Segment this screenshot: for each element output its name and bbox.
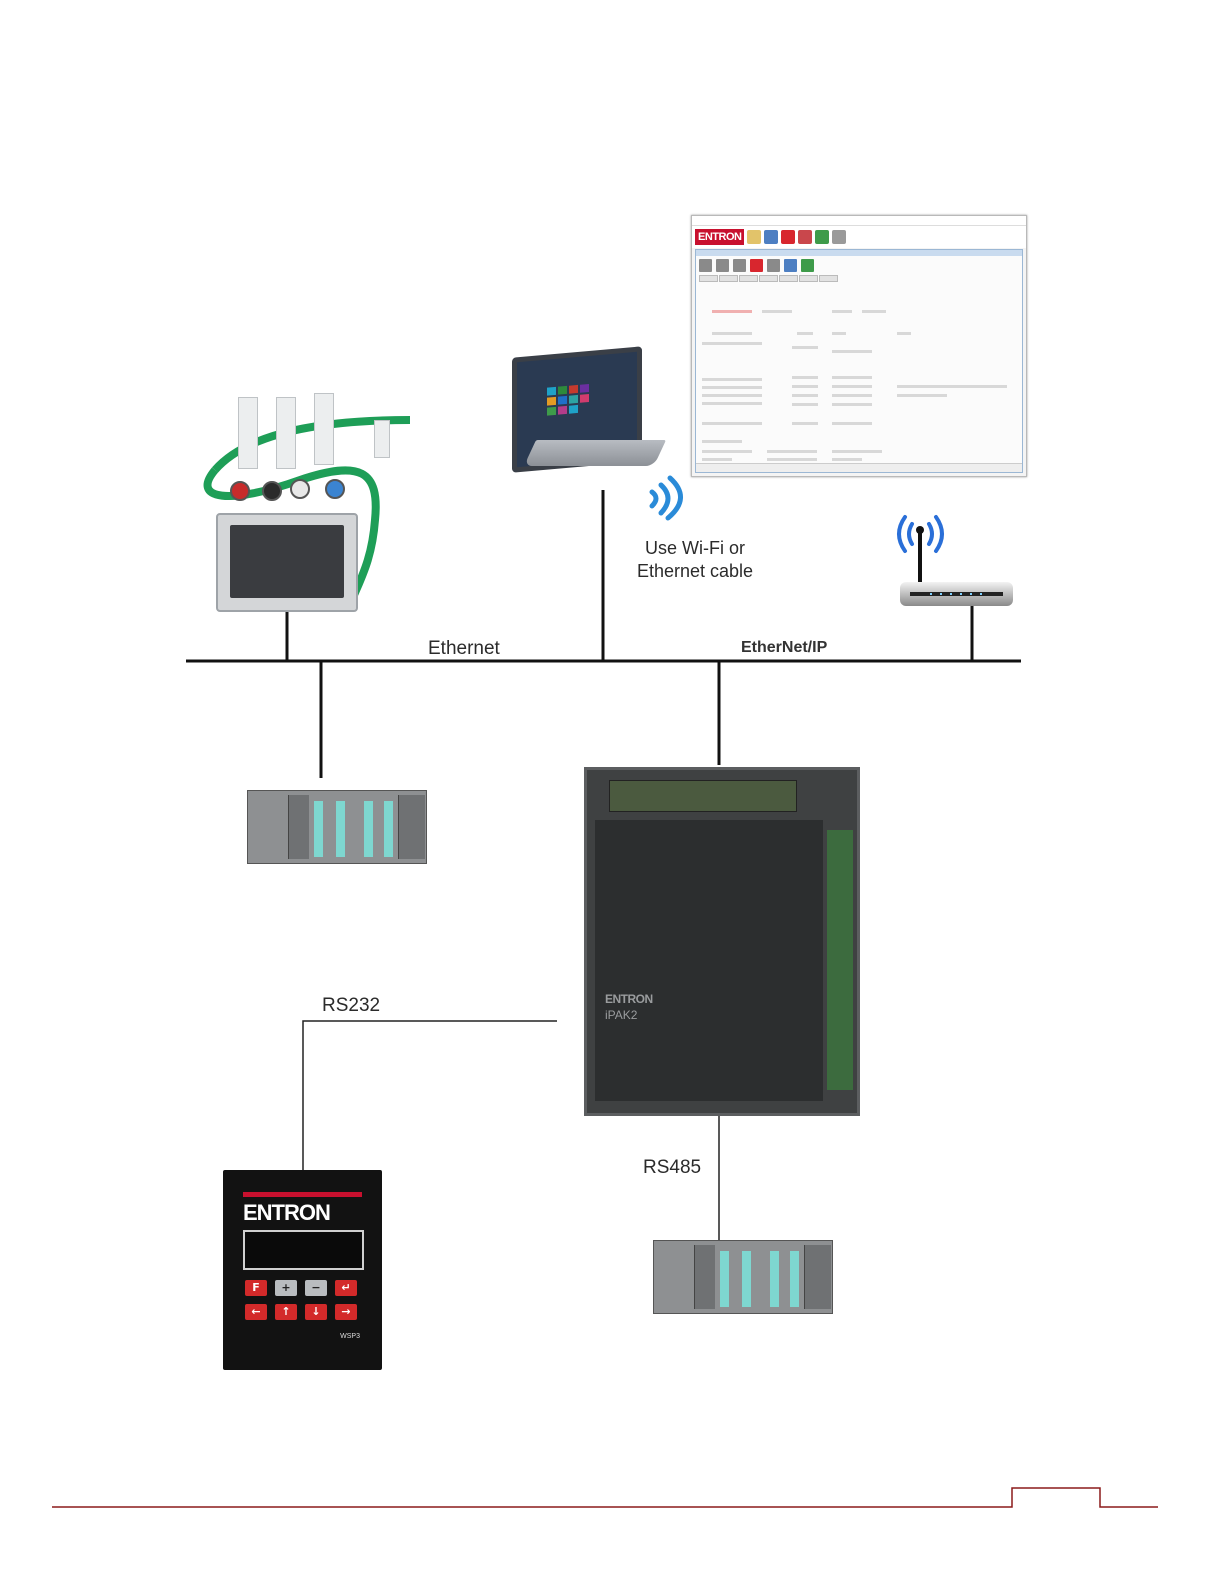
footer-rule — [52, 1488, 1158, 1507]
rs232-wire — [303, 1021, 557, 1170]
white-button-icon — [290, 479, 310, 499]
pendant-display — [243, 1230, 364, 1270]
pendant-brand: ENTRON — [243, 1200, 330, 1226]
window-statusbar — [696, 463, 1022, 472]
blue-button-icon — [325, 479, 345, 499]
wifi-router — [900, 582, 1013, 606]
pendant-model: WSP3 — [340, 1333, 360, 1340]
io-module-2 — [276, 397, 296, 469]
io-module-4 — [374, 420, 390, 458]
plc-rack-bottom — [653, 1240, 833, 1314]
ipak2-controller: ENTRON iPAK2 — [584, 767, 860, 1116]
controller-brand: ENTRON — [605, 992, 653, 1006]
user-icon — [815, 230, 829, 244]
wsp3-pendant: ENTRON F + − ↵ ← ↑ ↓ → WSP3 — [223, 1170, 382, 1370]
pendant-key-right[interactable]: → — [335, 1304, 357, 1320]
wifi-label: Use Wi-Fi or Ethernet cable — [620, 537, 770, 583]
plc-rack-top — [247, 790, 427, 864]
parameters-subwindow — [695, 249, 1023, 473]
pendant-key-f[interactable]: F — [245, 1280, 267, 1296]
rs485-label: RS485 — [643, 1157, 701, 1179]
controller-face: ENTRON iPAK2 — [595, 820, 823, 1101]
window-titlebar — [692, 216, 1026, 226]
alert-icon — [798, 230, 812, 244]
wifi-label-line1: Use Wi-Fi or — [620, 537, 770, 560]
controller-terminal-block — [827, 830, 853, 1090]
parameter-grid — [702, 310, 1016, 458]
ethernet-ip-label: EtherNet/IP — [741, 639, 827, 657]
pendant-key-left[interactable]: ← — [245, 1304, 267, 1320]
software-window: ENTRON — [691, 215, 1027, 477]
stop-icon — [781, 230, 795, 244]
network-icon — [764, 230, 778, 244]
software-logo: ENTRON — [695, 229, 744, 245]
rs232-label: RS232 — [322, 995, 380, 1017]
pendant-key-up[interactable]: ↑ — [275, 1304, 297, 1320]
io-module-3 — [314, 393, 334, 465]
settings-icon — [832, 230, 846, 244]
window-toolbar: ENTRON — [692, 226, 1026, 248]
red-button-icon — [230, 481, 250, 501]
laptop-keyboard — [524, 440, 666, 466]
pendant-key-enter[interactable]: ↵ — [335, 1280, 357, 1296]
pendant-key-plus[interactable]: + — [275, 1280, 297, 1296]
hmi-touch-panel — [216, 513, 358, 612]
folder-icon — [747, 230, 761, 244]
pendant-key-down[interactable]: ↓ — [305, 1304, 327, 1320]
ethernet-label: Ethernet — [428, 638, 500, 660]
hmi-screen — [230, 525, 344, 598]
controller-model: iPAK2 — [605, 1008, 637, 1022]
wifi-icon — [652, 478, 681, 518]
wifi-label-line2: Ethernet cable — [620, 560, 770, 583]
pendant-key-minus[interactable]: − — [305, 1280, 327, 1296]
black-button-icon — [262, 481, 282, 501]
controller-connectors — [609, 780, 797, 812]
io-module-1 — [238, 397, 258, 469]
